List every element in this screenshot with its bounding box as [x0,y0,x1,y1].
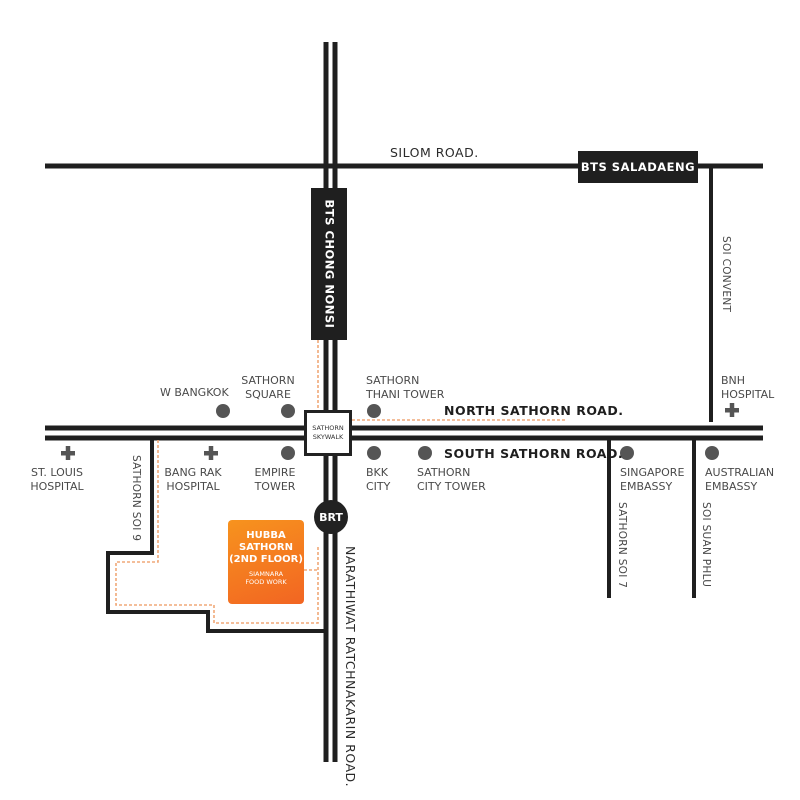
hospital-cross-icon [204,446,218,460]
skywalk-label-1: SATHORN [312,424,344,432]
landmark-dot-icon [705,446,719,460]
w-bangkok-label: W BANGKOK [160,386,229,399]
landmark-dot-icon [367,404,381,418]
landmark-dot-icon [367,446,381,460]
destination-line-3: (2ND FLOOR) [229,554,303,565]
hospital-cross-icon [61,446,75,460]
hospital-cross-icon [725,403,739,417]
sathorn-soi-9-label: SATHORN SOI 9 [130,455,142,542]
landmark-dot-icon [620,446,634,460]
sathorn-skywalk[interactable]: SATHORN SKYWALK [304,410,352,456]
hubba-sathorn-destination[interactable]: HUBBA SATHORN (2ND FLOOR) SIAMNARA FOOD … [228,520,304,604]
landmark-dot-icon [216,404,230,418]
walking-route-soi [115,440,319,624]
landmark-dot-icon [418,446,432,460]
sathorn-soi-9-road [106,438,324,633]
skywalk-label-2: SKYWALK [312,433,344,441]
sathorn-soi-7-label: SATHORN SOI 7 [616,502,628,589]
bts-chong-nonsi-station[interactable]: BTS CHONG NONSI [311,188,347,340]
landmark-dot-icon [281,446,295,460]
soi-suan-phlu-label: SOI SUAN PHLU [700,502,712,588]
silom-road-label: SILOM ROAD. [390,145,479,160]
destination-sub-2: FOOD WORK [245,578,287,586]
brt-station[interactable]: BRT [314,500,348,534]
bts-saladaeng-station[interactable]: BTS SALADAENG [578,151,698,183]
destination-sub-1: SIAMNARA [248,570,284,578]
north-sathorn-road-label: NORTH SATHORN ROAD. [444,403,624,418]
south-sathorn-road-label: SOUTH SATHORN ROAD. [444,446,624,461]
bts-saladaeng-label: BTS SALADAENG [580,160,696,174]
soi-convent-label: SOI CONVENT [720,236,732,313]
landmark-dot-icon [281,404,295,418]
bts-chong-nonsi-label: BTS CHONG NONSI [322,199,337,329]
destination-line-2: SATHORN [239,542,293,553]
destination-line-1: HUBBA [246,530,286,541]
narathiwat-road-label: NARATHIWAT RATCHNAKARIN ROAD. [343,546,358,788]
brt-label: BRT [319,510,343,524]
